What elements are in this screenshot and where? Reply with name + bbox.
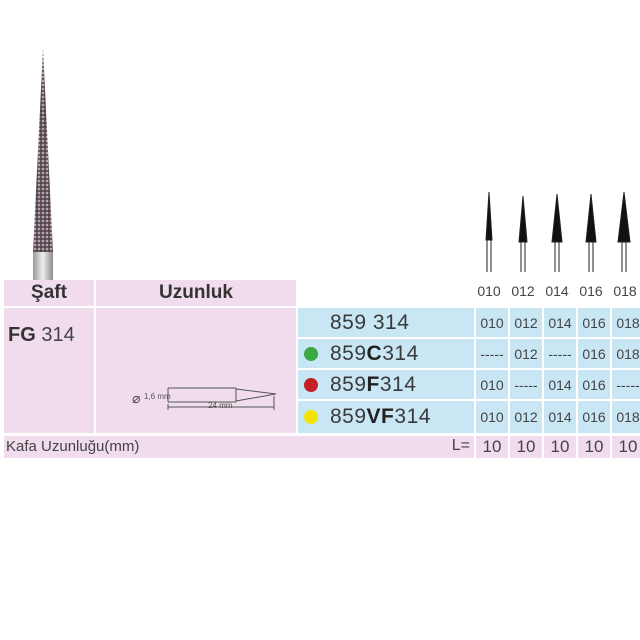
size-cell: 012 (510, 401, 542, 433)
size-cell: ----- (510, 370, 542, 399)
fine-grit-dot-icon (304, 377, 318, 392)
product-code: 859F314 (330, 372, 417, 396)
product-code: 859VF314 (330, 405, 431, 428)
product-table: Şaft Uzunluk FG 314 ⌀ 1,6 mm 24 mm 8 (4, 280, 640, 460)
head-length-value: 10 (510, 436, 542, 458)
head-length-value: 10 (612, 436, 640, 458)
size-cell: 016 (578, 339, 610, 368)
size-cell: 014 (544, 308, 576, 337)
head-length-row: Kafa Uzunluğu(mm) L= (4, 436, 474, 458)
bur-tip-sizes-diagram (485, 191, 631, 272)
size-header-cell: 018 (613, 283, 637, 299)
length-header: Uzunluk (96, 280, 296, 306)
size-cell: 014 (544, 401, 576, 433)
size-cell: 012 (510, 308, 542, 337)
shaft-number: 314 (41, 324, 75, 346)
diamond-bur-image (33, 48, 53, 280)
size-cell: 016 (578, 401, 610, 433)
size-cell: ----- (476, 339, 508, 368)
size-cell: 010 (476, 308, 508, 337)
size-cell: 016 (578, 370, 610, 399)
product-code: 859C314 (330, 341, 419, 365)
size-header-cell: 012 (511, 283, 535, 299)
shaft-header: Şaft (4, 280, 94, 306)
head-length-value: 10 (544, 436, 576, 458)
length-label: 24 mm (208, 401, 233, 410)
product-code-row: 859 314 (298, 308, 474, 337)
shaft-prefix: FG (8, 324, 36, 346)
size-cell: ----- (612, 370, 640, 399)
size-header-row: 010 012 014 016 018 (472, 283, 640, 303)
head-length-value: 10 (476, 436, 508, 458)
diameter-label: 1,6 mm (144, 392, 171, 401)
product-code-row: 859F314 (298, 370, 474, 399)
product-code-row: 859VF314 (298, 401, 474, 433)
size-cell: 018 (612, 339, 640, 368)
size-cell: 018 (612, 401, 640, 433)
coarse-grit-dot-icon (304, 346, 318, 361)
svg-text:⌀: ⌀ (132, 391, 141, 407)
size-cell: 014 (544, 370, 576, 399)
l-label: L= (451, 437, 470, 454)
head-length-value: 10 (578, 436, 610, 458)
size-cell: 018 (612, 308, 640, 337)
very-fine-grit-dot-icon (304, 410, 318, 424)
shaft-type: FG 314 (8, 324, 75, 347)
shaft-cell: FG 314 (4, 308, 94, 433)
head-length-label: Kafa Uzunluğu(mm) (6, 438, 140, 455)
size-cell: 012 (510, 339, 542, 368)
product-code-row: 859C314 (298, 339, 474, 368)
size-cell: ----- (544, 339, 576, 368)
length-diagram: ⌀ (132, 387, 277, 410)
size-cell: 010 (476, 401, 508, 433)
product-code: 859 314 (330, 310, 410, 334)
size-cell: 016 (578, 308, 610, 337)
size-header-cell: 010 (477, 283, 501, 299)
length-cell: ⌀ 1,6 mm 24 mm (96, 308, 296, 433)
size-header-cell: 014 (545, 283, 569, 299)
size-cell: 010 (476, 370, 508, 399)
size-header-cell: 016 (579, 283, 603, 299)
